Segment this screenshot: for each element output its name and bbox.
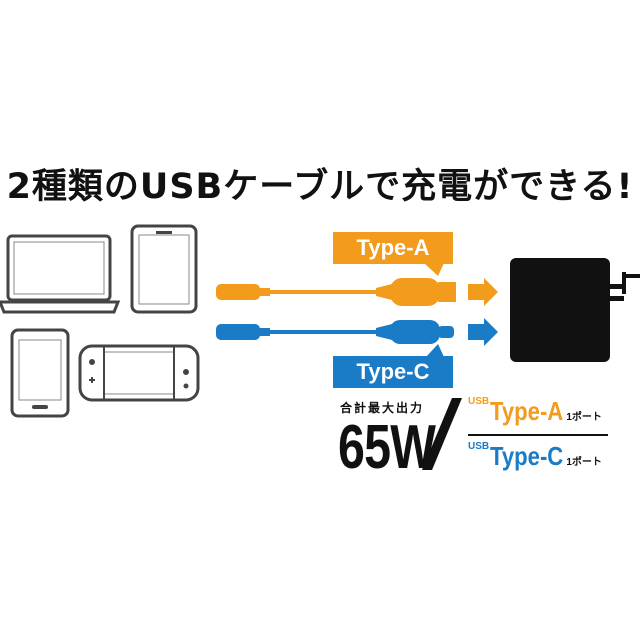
- game-console-icon: [78, 344, 200, 402]
- port-c-type: Type-C: [490, 441, 564, 471]
- type-a-cable: [216, 278, 456, 306]
- slash-divider: [422, 398, 462, 470]
- wattage: 65W: [338, 413, 436, 482]
- port-divider: [468, 434, 608, 436]
- smartphone-icon: [10, 328, 70, 418]
- type-a-pointer: [424, 263, 444, 276]
- total-output-label: 合計最大出力: [340, 401, 425, 415]
- type-c-cable: [216, 320, 454, 344]
- blue-arrow-icon: [468, 318, 498, 346]
- port-a-type: Type-A: [490, 396, 564, 426]
- orange-arrow-icon: [468, 278, 498, 306]
- port-c-count: 1ポート: [566, 457, 602, 468]
- charger-icon: [510, 258, 640, 362]
- laptop-icon: [0, 234, 121, 314]
- headline: 2種類のUSBケーブルで充電ができる!: [6, 167, 634, 207]
- tablet-icon: [130, 224, 198, 314]
- type-c-label: Type-C: [333, 356, 453, 388]
- port-a-usb: USB: [468, 396, 490, 407]
- port-a-count: 1ポート: [566, 412, 602, 423]
- type-c-pointer: [426, 344, 444, 357]
- port-c-usb: USB: [468, 441, 490, 452]
- type-a-label: Type-A: [333, 232, 453, 264]
